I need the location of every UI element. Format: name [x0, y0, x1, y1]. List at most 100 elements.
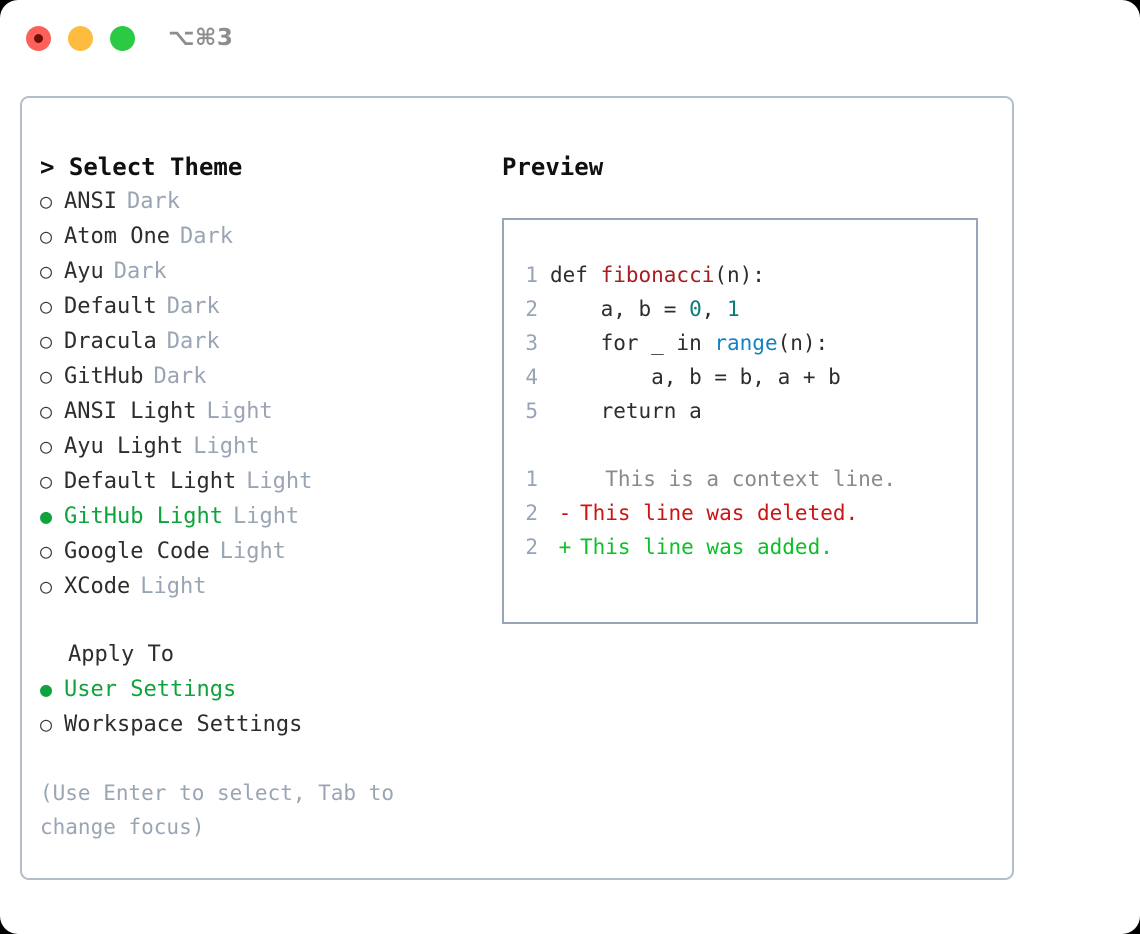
code-token: def [550, 263, 601, 287]
theme-option[interactable]: ○ Dracula Dark [40, 324, 480, 359]
theme-option-variant-tag: Dark [113, 259, 167, 284]
window-title-shortcut: ⌥⌘3 [168, 25, 234, 51]
code-token: for _ in [550, 331, 715, 355]
theme-option-variant-tag: Dark [153, 364, 207, 389]
theme-option-label: GitHub [64, 364, 144, 389]
line-number: 4 [525, 365, 538, 389]
theme-option[interactable]: ○ Ayu Dark [40, 254, 480, 289]
spacer [40, 604, 480, 638]
radio-unselected-icon: ○ [40, 329, 53, 353]
spacer [40, 742, 480, 776]
radio-selected-icon: ● [40, 504, 53, 528]
line-number: 2 [525, 297, 538, 321]
code-token: (n): [714, 263, 765, 287]
theme-option[interactable]: ○ GitHub Dark [40, 359, 480, 394]
radio-unselected-icon: ○ [40, 259, 53, 283]
code-token: 0 [689, 297, 702, 321]
code-token: 1 [727, 297, 740, 321]
diff-marker: + [558, 535, 572, 559]
code-line: 3 for _ in range(n): [504, 326, 976, 360]
code-token: fibonacci [600, 263, 715, 287]
radio-unselected-icon: ○ [40, 539, 53, 563]
code-token: range [714, 331, 778, 355]
theme-option-variant-tag: Dark [166, 294, 220, 319]
apply-to-option-list: ●User Settings ○ Workspace Settings [40, 672, 480, 742]
diff-text: This is a context line. [580, 467, 897, 491]
theme-option[interactable]: ○ Default Dark [40, 289, 480, 324]
spacer [504, 428, 976, 462]
apply-to-option-label: Workspace Settings [64, 712, 303, 737]
radio-unselected-icon: ○ [40, 294, 53, 318]
select-theme-header: > Select Theme [40, 153, 243, 181]
code-line: 2 a, b = 0, 1 [504, 292, 976, 326]
code-line: 1 def fibonacci(n): [504, 258, 976, 292]
theme-option-label: XCode [64, 574, 131, 599]
theme-option-variant-tag: Dark [166, 329, 220, 354]
theme-option[interactable]: ○ Atom One Dark [40, 219, 480, 254]
code-line: 4 a, b = b, a + b [504, 360, 976, 394]
line-number: 3 [525, 331, 538, 355]
line-number: 5 [525, 399, 538, 423]
radio-unselected-icon: ○ [40, 712, 53, 736]
zoom-button[interactable] [110, 26, 135, 51]
code-text: def fibonacci(n): [550, 258, 765, 292]
diff-marker: - [558, 501, 572, 525]
code-token: a, b = [550, 297, 690, 321]
theme-option-label: Default Light [64, 469, 237, 494]
line-number: 2 [525, 501, 538, 525]
theme-option-variant-tag: Light [140, 574, 207, 599]
title-bar: ⌥⌘3 [0, 0, 1140, 78]
apply-to-label: Apply To [68, 642, 174, 667]
theme-option-variant-tag: Light [206, 399, 273, 424]
code-line: 5 return a [504, 394, 976, 428]
theme-option-variant-tag: Light [219, 539, 286, 564]
code-token: return a [550, 399, 702, 423]
theme-option-variant-tag: Dark [126, 189, 180, 214]
line-number: 2 [525, 535, 538, 559]
theme-option[interactable]: ○ Default Light Light [40, 464, 480, 499]
theme-option-variant-tag: Light [246, 469, 313, 494]
theme-option-label: Dracula [64, 329, 157, 354]
apply-to-option[interactable]: ○ Workspace Settings [40, 707, 480, 742]
diff-text: This line was added. [580, 535, 833, 559]
theme-option-label: Ayu [64, 259, 104, 284]
theme-option-label: Default [64, 294, 157, 319]
diff-line: 2 + This line was added. [504, 530, 976, 564]
radio-unselected-icon: ○ [40, 364, 53, 388]
line-number: 1 [525, 263, 538, 287]
code-token: (n): [777, 331, 829, 355]
radio-unselected-icon: ○ [40, 469, 53, 493]
diff-sample: 1 This is a context line. 2-This line was… [504, 462, 976, 564]
theme-option[interactable]: ○ ANSI Light Light [40, 394, 480, 429]
theme-option[interactable]: ○ ANSI Dark [40, 184, 480, 219]
radio-unselected-icon: ○ [40, 399, 53, 423]
theme-option-variant-tag: Dark [179, 224, 233, 249]
radio-unselected-icon: ○ [40, 189, 53, 213]
keyboard-hint-text: (Use Enter to select, Tab to change focu… [40, 781, 407, 839]
theme-option-label: ANSI Light [64, 399, 197, 424]
diff-marker [550, 462, 580, 496]
radio-unselected-icon: ○ [40, 224, 53, 248]
traffic-light-buttons [26, 26, 135, 51]
theme-option[interactable]: ○ XCode Light [40, 569, 480, 604]
line-number: 1 [525, 467, 538, 491]
minimize-button[interactable] [68, 26, 93, 51]
theme-option-variant-tag: Light [193, 434, 260, 459]
diff-line: 2-This line was deleted. [504, 496, 976, 530]
code-token: , [701, 297, 728, 321]
radio-selected-icon: ● [40, 677, 53, 701]
theme-option-label: Atom One [64, 224, 170, 249]
code-text: return a [550, 394, 702, 428]
theme-option-label: ANSI [64, 189, 117, 214]
radio-unselected-icon: ○ [40, 574, 53, 598]
apply-to-option[interactable]: ●User Settings [40, 672, 480, 707]
close-button[interactable] [26, 26, 51, 51]
